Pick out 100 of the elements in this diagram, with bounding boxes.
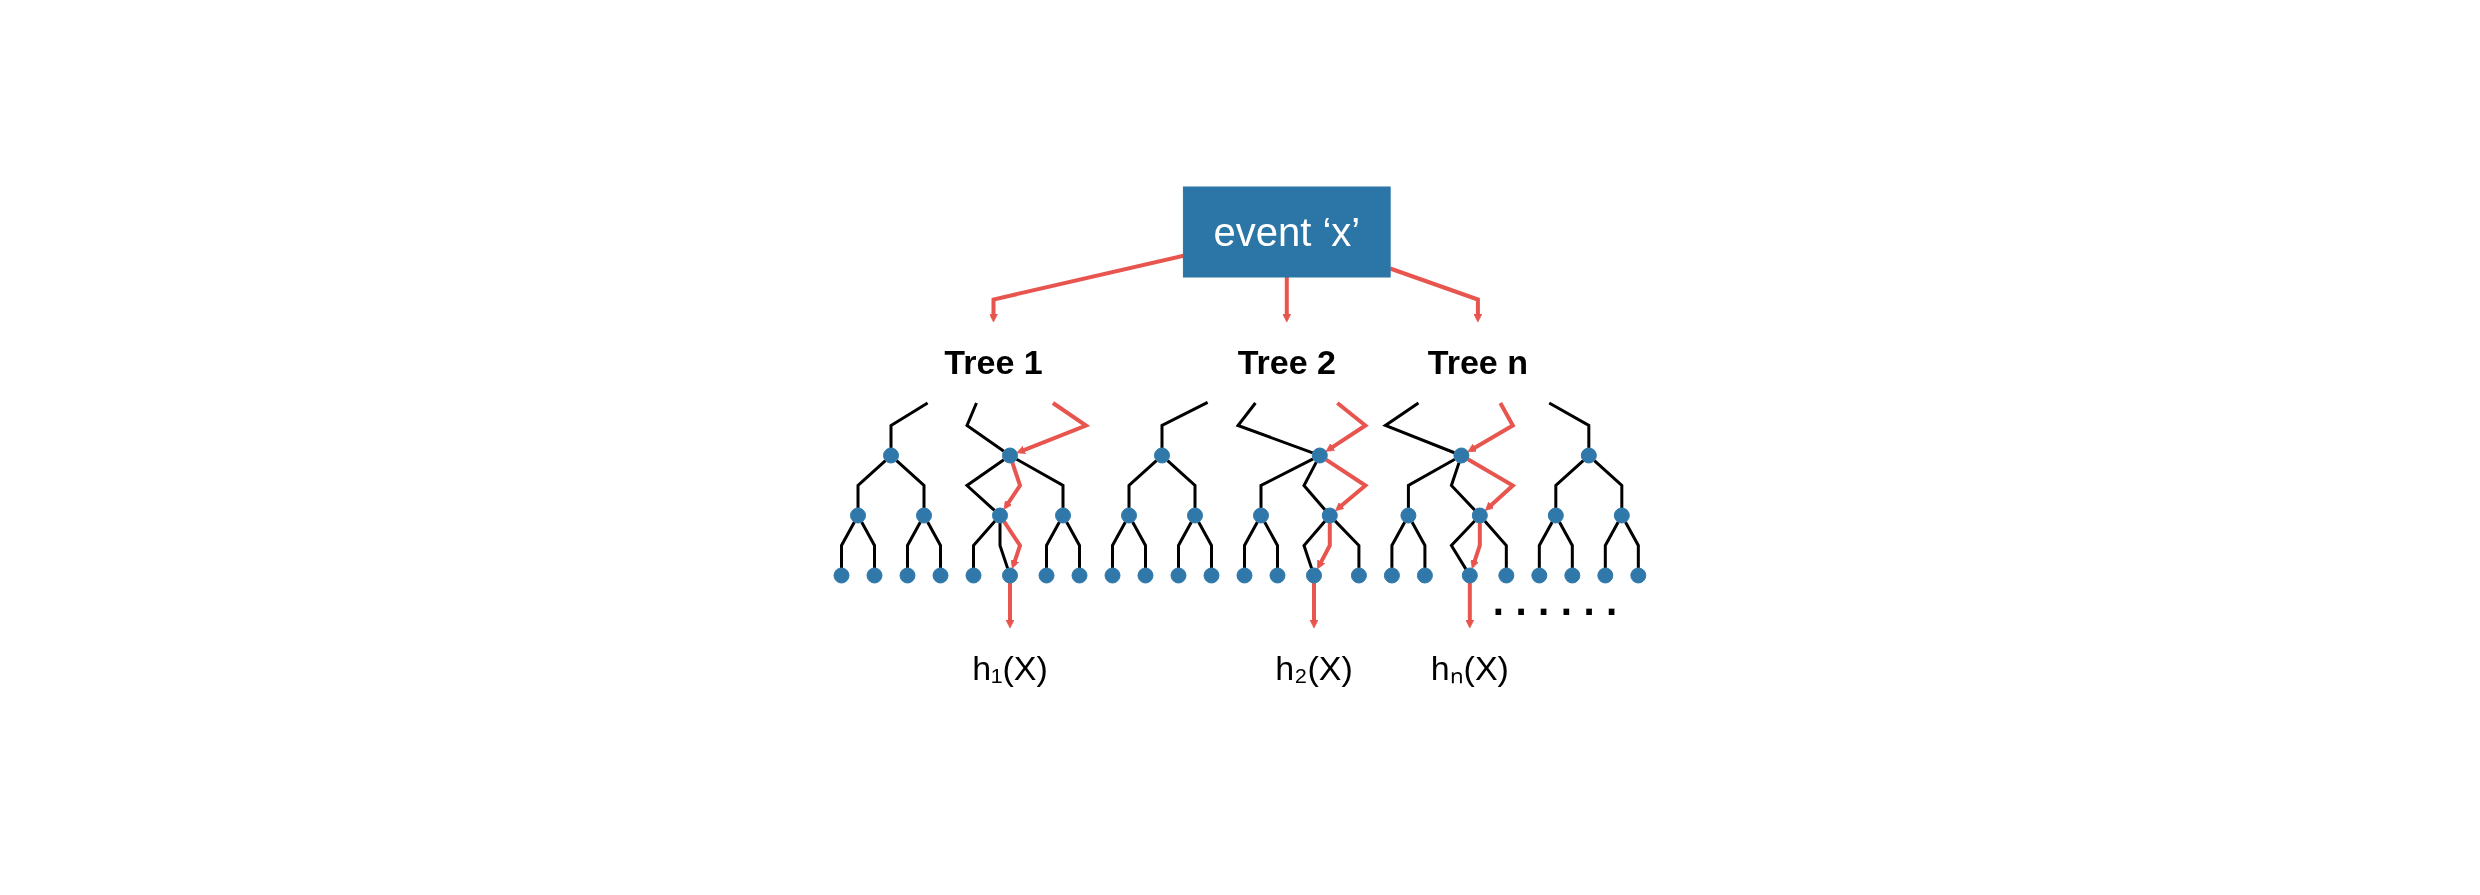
node-circle (850, 507, 867, 523)
connector (1554, 458, 1585, 508)
node-circle (899, 567, 916, 583)
arrow (1465, 582, 1475, 628)
connector (1334, 519, 1361, 568)
node-circle (1400, 507, 1417, 523)
node-box: event ‘x’ (1183, 186, 1391, 277)
connector (895, 458, 926, 508)
node-text: Tree n (1427, 342, 1529, 381)
node-circle (1498, 567, 1515, 583)
ellipsis-text: ...... (1490, 561, 1627, 628)
connector (1131, 520, 1148, 568)
node-circle (1351, 567, 1367, 583)
arrow (1003, 461, 1023, 510)
node-circle (1306, 567, 1323, 583)
arrow (1467, 401, 1516, 452)
connector (1111, 520, 1127, 568)
connector (1407, 457, 1456, 508)
node-circle (1311, 447, 1328, 463)
node-circle (1321, 507, 1338, 523)
connector (1015, 457, 1065, 508)
connector (1166, 458, 1197, 508)
arrow (1016, 400, 1091, 454)
node-circle (1253, 507, 1270, 523)
node-circle (1121, 507, 1138, 523)
node-circle (916, 507, 933, 523)
node-circle (1613, 507, 1630, 523)
node-circle (932, 567, 949, 583)
node-circle (1170, 567, 1187, 583)
node-text: h₂(X) (1275, 648, 1353, 687)
node-circle (1002, 567, 1019, 583)
node-circle (1071, 567, 1088, 583)
node-text: hₙ(X) (1430, 648, 1510, 687)
arrow (989, 253, 1184, 322)
connector (972, 519, 997, 568)
node-text: Tree 1 (944, 342, 1043, 381)
connector (1045, 520, 1061, 568)
connector (1259, 457, 1314, 508)
connector (1197, 520, 1214, 568)
arrow (1002, 520, 1023, 569)
node-circle (1417, 567, 1433, 583)
connector (1160, 400, 1209, 448)
connector (1390, 520, 1407, 568)
node-circle (883, 447, 900, 463)
node-circle (1137, 567, 1154, 583)
node-circle (1187, 507, 1204, 523)
connector (1243, 520, 1259, 568)
node-circle (1038, 567, 1055, 583)
node-circle (1471, 507, 1488, 523)
arrow (1389, 266, 1483, 322)
node-circle (1236, 567, 1253, 583)
connector (1558, 520, 1574, 568)
node-circle (965, 567, 982, 583)
connector (840, 520, 856, 568)
node-circle (1630, 567, 1647, 583)
node-circle (1597, 567, 1614, 583)
connector (1065, 520, 1082, 568)
connector (1410, 520, 1427, 568)
node-circle (1453, 447, 1470, 463)
connector (860, 520, 877, 568)
node-circle (1154, 447, 1171, 463)
connector (1624, 520, 1640, 568)
connector (1537, 520, 1554, 568)
arrow (1466, 457, 1517, 511)
connector (1263, 520, 1280, 568)
node-circle (1002, 447, 1019, 463)
node-circle (1104, 567, 1121, 583)
connector (1235, 401, 1314, 454)
arrow (1282, 276, 1292, 322)
node-circle (1564, 567, 1581, 583)
arrow (1470, 522, 1482, 569)
node-circle (866, 567, 883, 583)
node-circle (1055, 507, 1072, 523)
node-text: Tree 2 (1237, 342, 1337, 381)
arrow (1317, 522, 1332, 569)
node-circle (833, 567, 850, 583)
node-circle (1580, 447, 1597, 463)
arrow (1325, 457, 1369, 511)
arrow (1309, 582, 1319, 628)
node-circle (992, 507, 1009, 523)
node-circle (1203, 567, 1220, 583)
connector (1177, 520, 1193, 568)
connector (889, 401, 929, 448)
connector (998, 522, 1010, 569)
connector (1593, 458, 1624, 508)
connector (856, 458, 887, 508)
connector (906, 520, 922, 568)
connector (1548, 401, 1591, 448)
connector (1483, 519, 1508, 568)
node-circle (1384, 567, 1400, 583)
node-text: h₁(X) (972, 648, 1048, 687)
connector (1382, 401, 1456, 454)
connector (1603, 520, 1620, 568)
node-circle (1531, 567, 1548, 583)
node-circle (1269, 567, 1286, 583)
node-circle (1461, 567, 1478, 583)
node-circle (1547, 507, 1564, 523)
connector (1127, 458, 1158, 508)
connector (926, 520, 943, 568)
arrow (1005, 582, 1015, 628)
